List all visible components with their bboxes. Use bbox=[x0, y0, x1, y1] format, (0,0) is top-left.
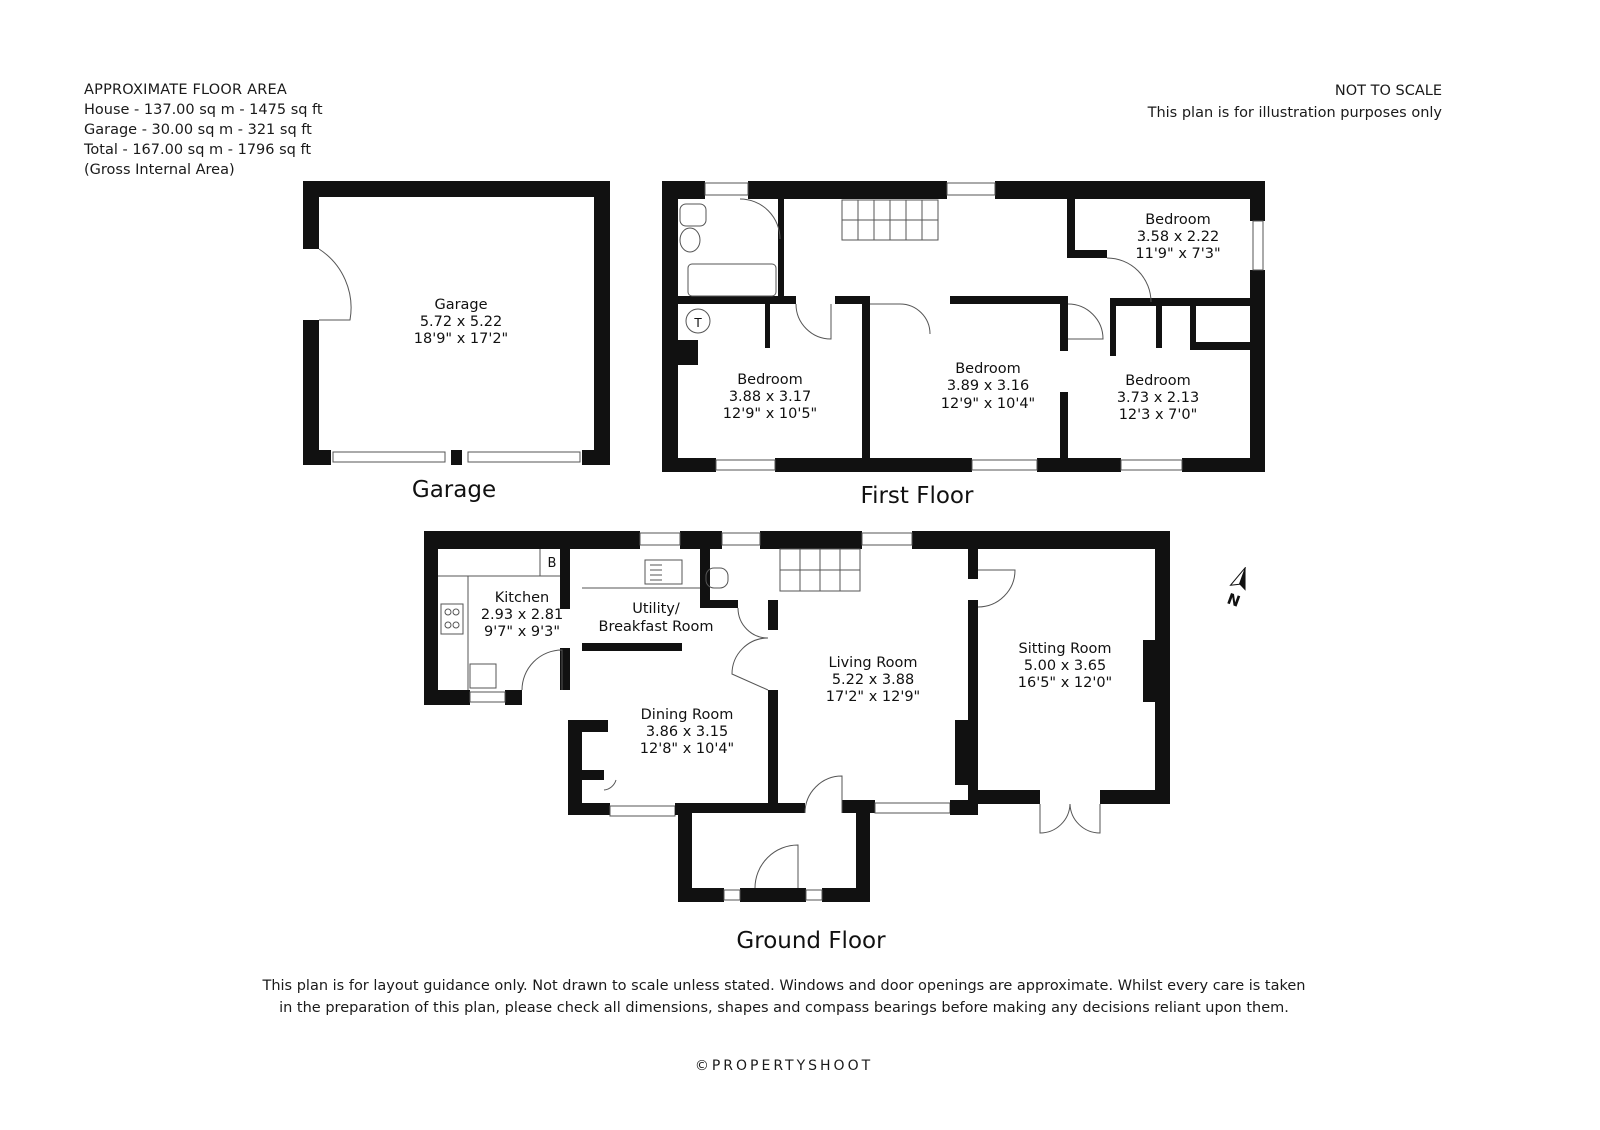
room-name: Bedroom bbox=[955, 361, 1021, 377]
room-name: Bedroom bbox=[1125, 373, 1191, 389]
not-to-scale-heading: NOT TO SCALE bbox=[1334, 83, 1442, 99]
room-name: Garage bbox=[434, 297, 487, 313]
room-imperial: 12'3 x 7'0" bbox=[1119, 407, 1198, 423]
brand-logo: ©PROPERTYSHOOT bbox=[694, 1058, 874, 1074]
room-metric: 3.86 x 3.15 bbox=[646, 724, 728, 740]
room-imperial: 17'2" x 12'9" bbox=[826, 689, 920, 705]
room-metric: 3.58 x 2.22 bbox=[1137, 229, 1219, 245]
room-imperial: 12'9" x 10'5" bbox=[723, 406, 817, 422]
area-note: (Gross Internal Area) bbox=[84, 162, 235, 178]
room-metric: 5.22 x 3.88 bbox=[832, 672, 914, 688]
illustration-note: This plan is for illustration purposes o… bbox=[1147, 105, 1442, 121]
room-imperial: 12'8" x 10'4" bbox=[640, 741, 734, 757]
floor-area-heading: APPROXIMATE FLOOR AREA bbox=[84, 82, 287, 98]
boiler-label: B bbox=[548, 556, 557, 571]
compass-label: N bbox=[1225, 590, 1243, 611]
north-arrow-icon: N bbox=[1225, 567, 1246, 611]
door-swing-icon bbox=[318, 248, 352, 321]
room-name: Sitting Room bbox=[1019, 641, 1112, 657]
garage-area: Garage - 30.00 sq m - 321 sq ft bbox=[84, 122, 312, 138]
room-name: Kitchen bbox=[495, 590, 550, 606]
room-imperial: 18'9" x 17'2" bbox=[414, 331, 508, 347]
room-metric: 3.73 x 2.13 bbox=[1117, 390, 1199, 406]
first-floor-plan: T Bedroom 3.58 x 2.22 11'9" x 7'3" Bedro… bbox=[662, 181, 1265, 509]
room-imperial: 9'7" x 9'3" bbox=[484, 624, 560, 640]
floor-title-garage: Garage bbox=[412, 477, 496, 503]
room-name: Utility/ bbox=[632, 601, 680, 617]
disclaimer: This plan is for layout guidance only. N… bbox=[0, 975, 1568, 1019]
ground-floor-plan: B Kitchen 2.93 x 2.81 9'7" x 9'3" Utilit… bbox=[424, 531, 1170, 954]
room-name-line2: Breakfast Room bbox=[599, 619, 714, 635]
room-metric: 2.93 x 2.81 bbox=[481, 607, 563, 623]
garage-plan: Garage 5.72 x 5.22 18'9" x 17'2" Garage bbox=[303, 181, 610, 503]
tank-label: T bbox=[693, 316, 702, 330]
scale-note: NOT TO SCALE This plan is for illustrati… bbox=[1148, 80, 1442, 124]
disclaimer-line-2: in the preparation of this plan, please … bbox=[279, 1000, 1289, 1016]
room-metric: 3.89 x 3.16 bbox=[947, 378, 1029, 394]
room-metric: 3.88 x 3.17 bbox=[729, 389, 811, 405]
room-name: Bedroom bbox=[1145, 212, 1211, 228]
floor-title-ground: Ground Floor bbox=[736, 928, 886, 954]
floor-area-summary: APPROXIMATE FLOOR AREA House - 137.00 sq… bbox=[84, 80, 323, 180]
room-name: Bedroom bbox=[737, 372, 803, 388]
room-metric: 5.72 x 5.22 bbox=[420, 314, 502, 330]
room-imperial: 16'5" x 12'0" bbox=[1018, 675, 1112, 691]
total-area: Total - 167.00 sq m - 1796 sq ft bbox=[84, 142, 312, 158]
room-name: Living Room bbox=[828, 655, 917, 671]
room-metric: 5.00 x 3.65 bbox=[1024, 658, 1106, 674]
room-imperial: 11'9" x 7'3" bbox=[1135, 246, 1220, 262]
room-imperial: 12'9" x 10'4" bbox=[941, 396, 1035, 412]
disclaimer-line-1: This plan is for layout guidance only. N… bbox=[262, 978, 1306, 994]
room-name: Dining Room bbox=[641, 707, 734, 723]
floor-title-first: First Floor bbox=[861, 483, 974, 509]
house-area: House - 137.00 sq m - 1475 sq ft bbox=[84, 102, 323, 118]
